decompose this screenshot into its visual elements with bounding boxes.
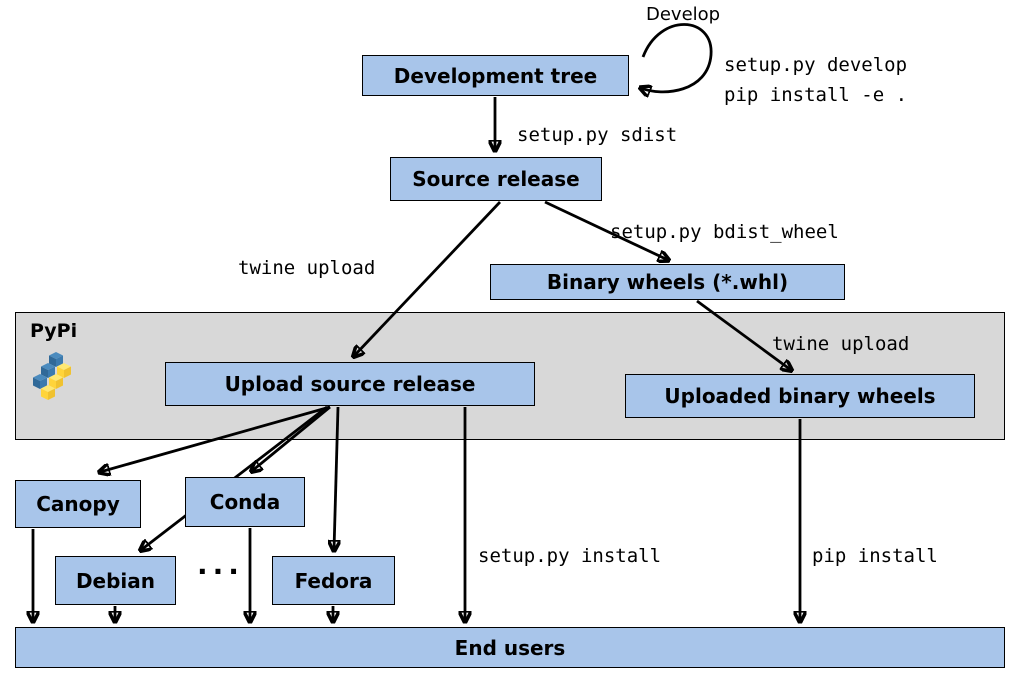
node-source-release: Source release (390, 157, 602, 201)
node-end-users: End users (15, 627, 1005, 668)
label-setup-install: setup.py install (478, 545, 662, 567)
arrow-source-to-binarywheels (544, 200, 668, 260)
label-pip-install: pip install (812, 545, 938, 567)
arrow-upload-to-conda (252, 405, 331, 471)
label-develop: Develop (646, 4, 721, 25)
pypi-logo-icon (33, 352, 71, 400)
label-twine-upload-wheels: twine upload (772, 333, 910, 355)
label-develop-cmd-1: setup.py develop (724, 54, 908, 76)
node-other-distros-ellipsis: ... (197, 548, 244, 581)
node-debian: Debian (55, 556, 176, 605)
label-develop-cmd-2: pip install -e . (724, 84, 908, 106)
label-setup-sdist: setup.py sdist (517, 124, 678, 146)
arrow-develop-loop (641, 23, 713, 91)
node-binary-wheels: Binary wheels (*.whl) (490, 264, 845, 300)
node-development-tree: Development tree (362, 55, 629, 96)
node-canopy: Canopy (15, 480, 141, 528)
label-setup-bdist-wheel: setup.py bdist_wheel (610, 221, 839, 243)
arrow-source-to-upload (354, 201, 502, 356)
arrow-binarywheels-to-uploaded (696, 299, 791, 370)
pypi-band-title: PyPi (30, 320, 78, 342)
node-uploaded-binary-wheels: Uploaded binary wheels (625, 374, 975, 418)
node-upload-source-release: Upload source release (165, 362, 535, 406)
arrow-upload-to-fedora (334, 406, 338, 550)
arrow-upload-to-canopy (100, 405, 331, 472)
node-fedora: Fedora (272, 556, 395, 605)
node-conda: Conda (185, 477, 305, 527)
label-twine-upload-source: twine upload (238, 257, 376, 279)
